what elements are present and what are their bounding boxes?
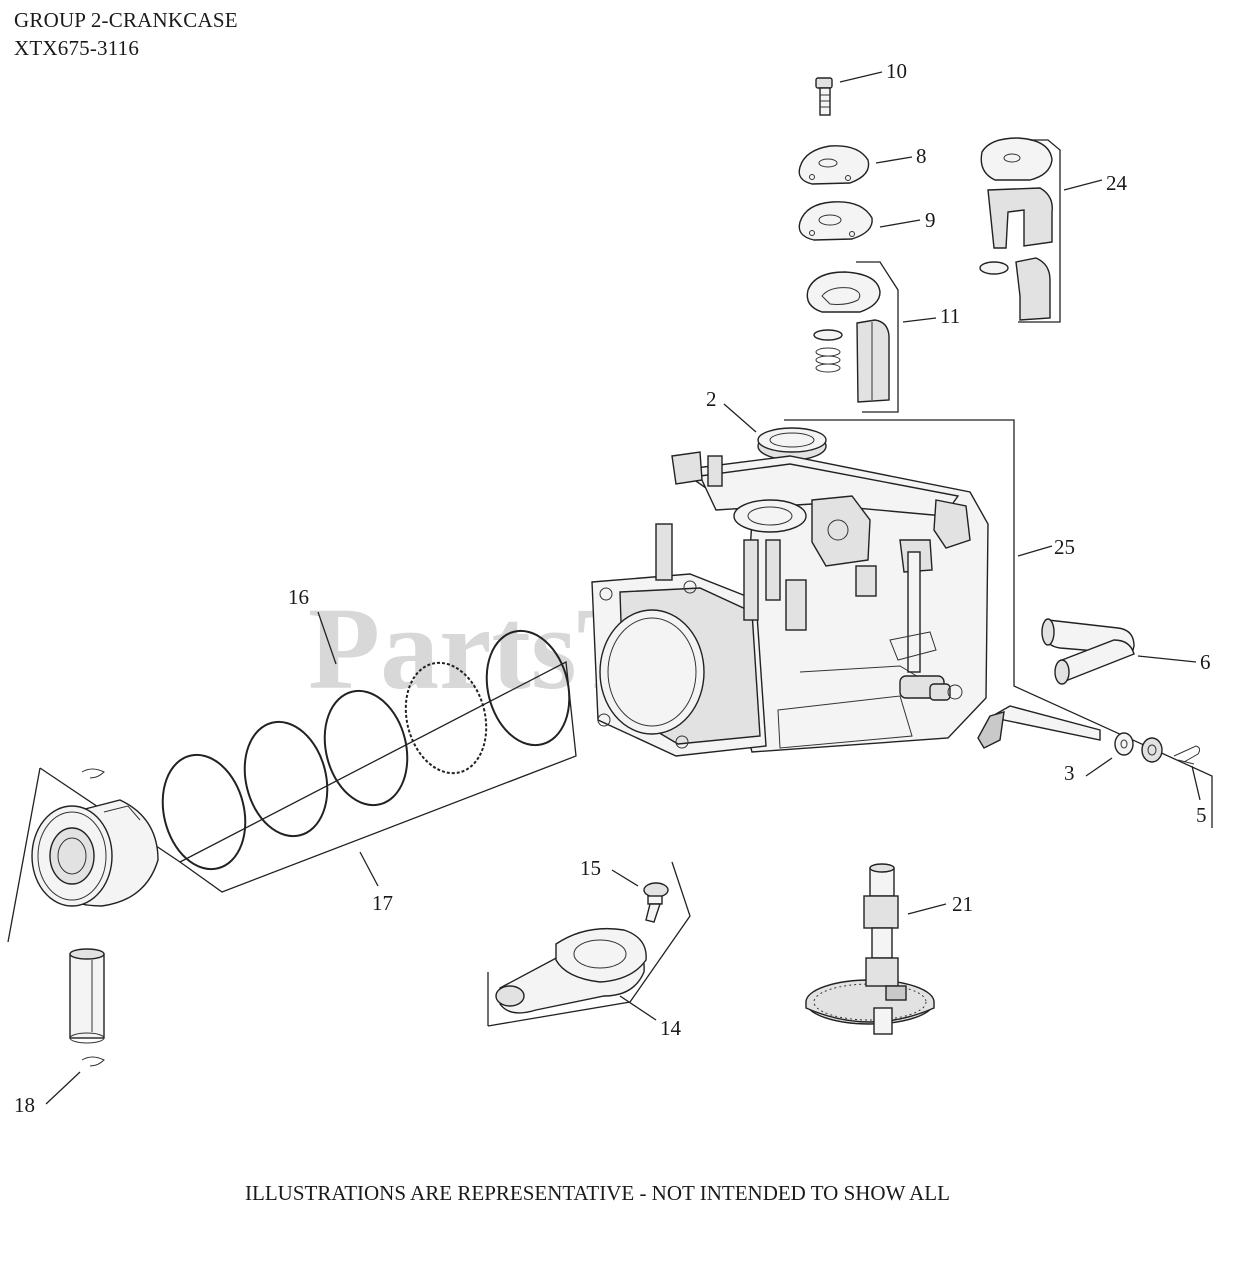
callout-8[interactable]: 8	[916, 144, 927, 168]
bracket-line	[7, 767, 41, 943]
breather-kit-icon[interactable]	[806, 271, 890, 403]
leader-line	[879, 219, 921, 228]
leader-line	[611, 869, 639, 887]
washer-icon[interactable]	[1114, 732, 1134, 756]
retaining-ring-icon[interactable]	[81, 1056, 105, 1067]
callout-3[interactable]: 3	[1064, 761, 1075, 785]
group-title: GROUP 2-CRANKCASE	[14, 8, 238, 32]
bracket-line	[178, 660, 577, 893]
retaining-ring-icon[interactable]	[81, 768, 105, 779]
gasket-icon[interactable]	[798, 201, 873, 241]
disclaimer-footer: ILLUSTRATIONS ARE REPRESENTATIVE - NOT I…	[245, 1181, 950, 1205]
callout-11[interactable]: 11	[940, 304, 960, 328]
callout-6[interactable]: 6	[1200, 650, 1211, 674]
callout-15[interactable]: 15	[580, 856, 601, 880]
callout-21[interactable]: 21	[952, 892, 973, 916]
camshaft-icon[interactable]	[805, 863, 935, 1035]
callout-10[interactable]: 10	[886, 59, 907, 83]
callout-24[interactable]: 24	[1106, 171, 1128, 195]
leader-line	[839, 71, 883, 83]
governor-crank-icon[interactable]	[1041, 618, 1135, 685]
crankcase-icon[interactable]	[591, 451, 989, 757]
leader-line	[1017, 545, 1053, 557]
leader-line	[1085, 757, 1113, 777]
bracket-line	[856, 261, 899, 413]
callout-14[interactable]: 14	[660, 1016, 682, 1040]
leader-line	[907, 903, 947, 915]
callout-5[interactable]: 5	[1196, 803, 1207, 827]
callout-18[interactable]: 18	[14, 1093, 35, 1117]
leader-line	[1063, 179, 1103, 191]
leader-line	[359, 851, 379, 887]
leader-line	[317, 611, 337, 665]
oil-seal-icon[interactable]	[757, 427, 827, 461]
leader-line	[902, 317, 937, 323]
callout-9[interactable]: 9	[925, 208, 936, 232]
bracket-line	[487, 861, 691, 1027]
governor-shaft-icon[interactable]	[977, 705, 1101, 749]
bracket-line	[784, 419, 1213, 828]
leader-line	[45, 1071, 81, 1105]
connecting-rod-icon[interactable]	[495, 927, 647, 1014]
callout-17[interactable]: 17	[372, 891, 393, 915]
callout-16[interactable]: 16	[288, 585, 309, 609]
leader-line	[875, 156, 913, 164]
piston-pin-icon[interactable]	[69, 948, 105, 1044]
piston-ring-set-icon[interactable]	[151, 622, 581, 878]
callout-2[interactable]: 2	[706, 387, 717, 411]
leader-line	[1191, 765, 1201, 801]
breather-kit-icon[interactable]	[979, 137, 1053, 321]
oil-seal-icon[interactable]	[1141, 737, 1163, 763]
bracket-line	[1018, 139, 1061, 323]
leader-line	[619, 995, 657, 1021]
clip-icon[interactable]	[1173, 745, 1201, 765]
leader-line	[1137, 655, 1197, 663]
leader-line	[723, 403, 757, 433]
bolt-icon[interactable]	[815, 77, 833, 116]
callout-25[interactable]: 25	[1054, 535, 1075, 559]
model-number: XTX675-3116	[14, 36, 140, 60]
piston-icon[interactable]	[31, 799, 159, 907]
bolt-icon[interactable]	[643, 882, 669, 923]
gasket-icon[interactable]	[798, 145, 870, 185]
